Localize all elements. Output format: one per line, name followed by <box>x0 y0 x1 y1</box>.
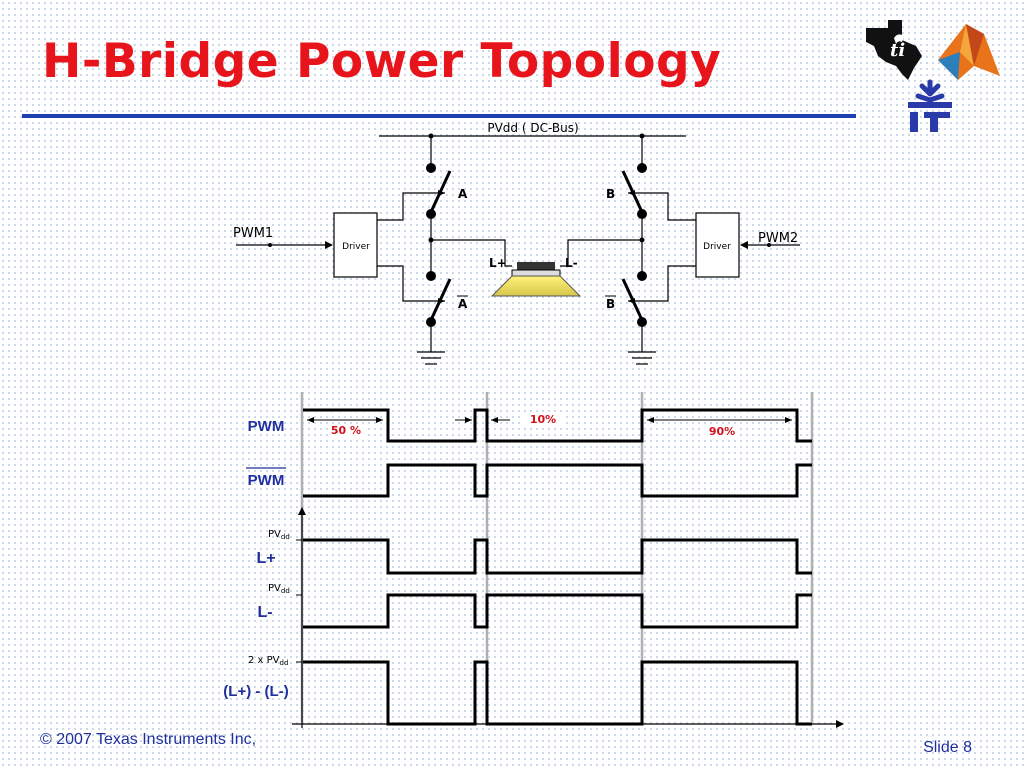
pwm-waveform <box>303 408 812 443</box>
circuit-nodes <box>268 133 771 327</box>
switch-a-bar-label: A <box>458 297 468 311</box>
switch-a-bar <box>369 265 452 321</box>
switch-a <box>369 170 452 221</box>
driver-right-box <box>695 212 740 278</box>
right-midpoint-wire <box>567 239 642 252</box>
l-plus-signal-label: L+ <box>256 550 275 567</box>
driver-left-label: Driver <box>342 242 370 252</box>
pwm-bar-waveform <box>303 463 812 498</box>
duty-10-label: 10% <box>530 413 556 426</box>
l-plus-level-label: PVdd <box>268 529 290 541</box>
switch-b-bar-label: B <box>606 297 615 311</box>
tau-university-logo <box>908 79 952 132</box>
title-underline <box>22 114 856 118</box>
l-minus-level-label: PVdd <box>268 583 290 595</box>
h-bridge-circuit <box>236 135 800 365</box>
l-plus-terminal-label: L+ <box>489 256 507 270</box>
driver-left-box <box>333 212 378 278</box>
switch-b <box>621 170 696 221</box>
differential-signal-label: (L+) - (L-) <box>223 683 288 700</box>
l-minus-waveform <box>303 593 812 629</box>
slide-title: H-Bridge Power Topology <box>42 34 722 89</box>
pwm-bar-signal-label: PWM <box>248 472 285 489</box>
pwm1-label: PWM1 <box>233 226 273 241</box>
duty-90-label: 90% <box>709 425 735 438</box>
waveform-timing-diagram: 50 % 10% 90% PWM PWM L+ L- (L+) - (L-) P… <box>223 392 844 728</box>
l-minus-terminal-label: L- <box>565 256 578 270</box>
svg-text:ti: ti <box>890 40 905 61</box>
copyright-footer: © 2007 Texas Instruments Inc, <box>40 731 257 748</box>
logo-group: ti <box>866 20 1000 132</box>
switch-a-label: A <box>458 187 468 201</box>
switch-b-bar <box>621 265 696 321</box>
speaker-icon <box>490 252 582 297</box>
ground-left <box>417 351 445 365</box>
dc-bus-label: PVdd ( DC-Bus) <box>487 121 578 135</box>
diff-level-label: 2 x PVdd <box>248 655 288 667</box>
l-minus-signal-label: L- <box>257 604 272 621</box>
differential-waveform <box>303 660 812 726</box>
left-midpoint-wire <box>431 239 506 252</box>
pwm-signal-label: PWM <box>248 418 285 435</box>
pwm2-label: PWM2 <box>758 231 798 246</box>
switch-b-label: B <box>606 187 615 201</box>
texas-ti-logo: ti <box>866 20 922 80</box>
duty-50-label: 50 % <box>331 424 361 437</box>
slide-number: Slide 8 <box>923 739 972 756</box>
driver-right-label: Driver <box>703 242 731 252</box>
ground-right <box>628 351 656 365</box>
l-plus-waveform <box>303 538 812 575</box>
matlab-logo <box>938 24 1000 80</box>
